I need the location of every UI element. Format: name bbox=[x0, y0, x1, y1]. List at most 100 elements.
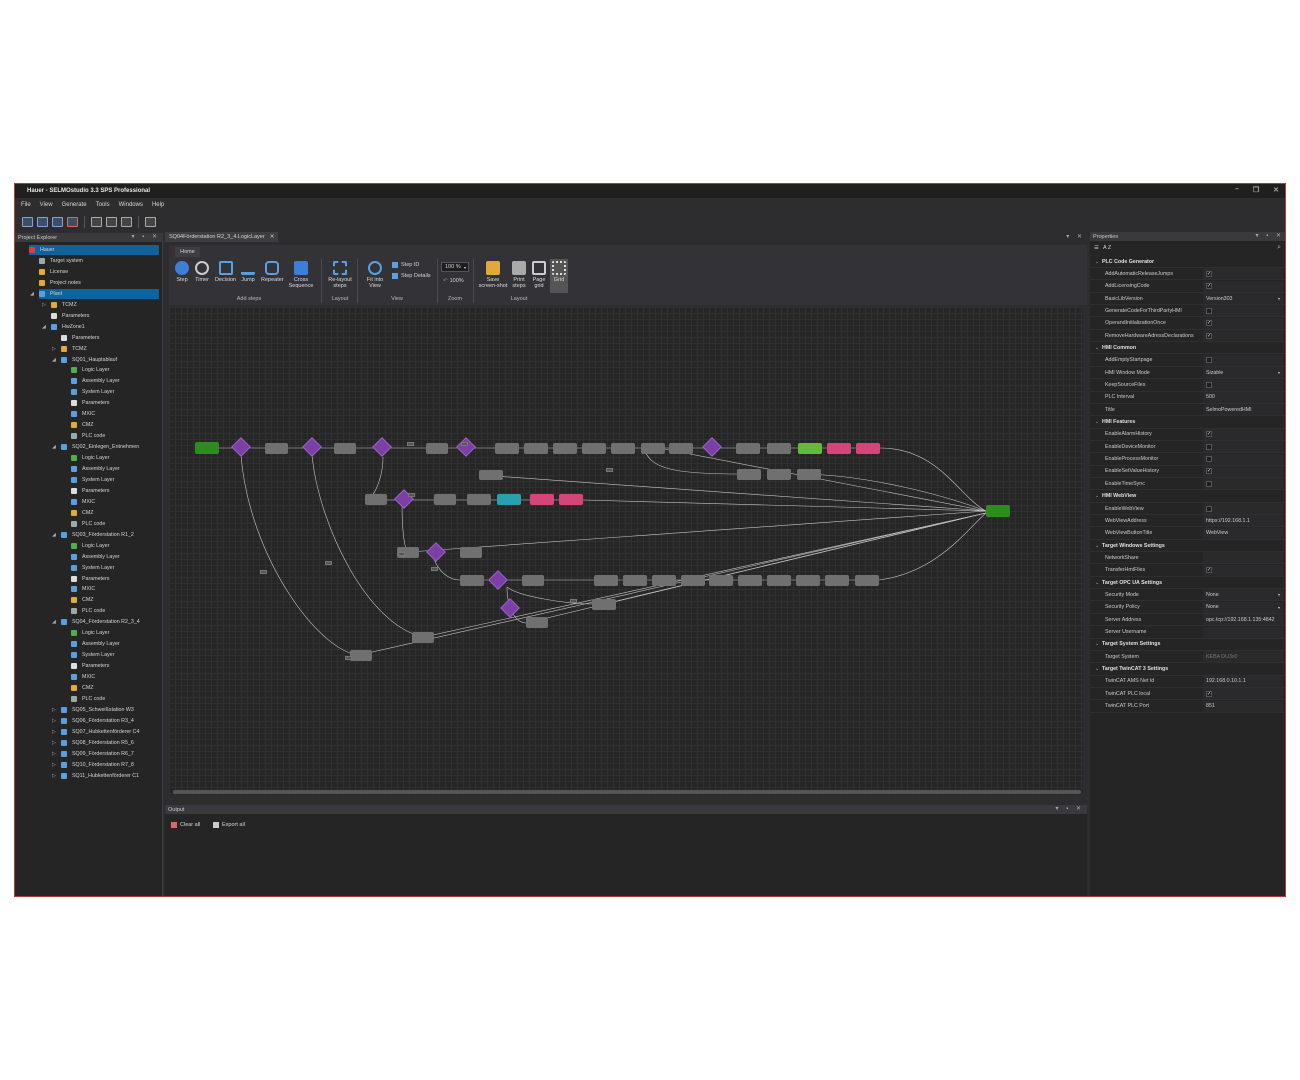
sequence-step[interactable] bbox=[553, 443, 577, 454]
property-category[interactable]: ⌄PLC Code Generator bbox=[1090, 256, 1285, 268]
property-value[interactable] bbox=[1203, 379, 1283, 391]
new-project-icon[interactable] bbox=[22, 216, 33, 227]
tree-item[interactable]: System Layer bbox=[71, 387, 114, 397]
sequence-step[interactable] bbox=[495, 443, 519, 454]
property-category[interactable]: ⌄Target TwinCAT 3 Settings bbox=[1090, 664, 1285, 676]
property-category[interactable]: ⌄HMI Common bbox=[1090, 342, 1285, 355]
close-tab-icon[interactable]: ✕ bbox=[269, 234, 275, 240]
property-value[interactable]: ✓ bbox=[1203, 428, 1283, 440]
sequence-step[interactable] bbox=[479, 470, 503, 480]
close-icon[interactable]: ✕ bbox=[1273, 187, 1279, 194]
tree-item[interactable]: ▷SQ08_Förderstation R5_6 bbox=[52, 738, 134, 748]
repeater-button[interactable]: Repeater bbox=[261, 261, 284, 283]
menu-generate[interactable]: Generate bbox=[61, 201, 87, 208]
tab-controls[interactable]: ▾ ✕ bbox=[1066, 234, 1085, 240]
property-value[interactable]: ✓ bbox=[1203, 564, 1283, 576]
tree-item[interactable]: ▷SQ11_Hubkettenförderer C1 bbox=[52, 771, 139, 781]
expanded-arrow-icon[interactable]: ◢ bbox=[52, 444, 56, 451]
tree-item[interactable]: Assembly Layer bbox=[71, 464, 120, 474]
tree-item[interactable]: PLC code bbox=[71, 431, 105, 441]
tree-item[interactable]: Parameters bbox=[71, 574, 109, 584]
canvas-horizontal-scrollbar[interactable] bbox=[173, 790, 1081, 794]
tree-item[interactable]: License bbox=[39, 267, 68, 277]
sequence-step[interactable] bbox=[825, 575, 849, 586]
collapsed-arrow-icon[interactable]: ▷ bbox=[52, 739, 56, 746]
tree-item[interactable]: PLC code bbox=[71, 694, 105, 704]
property-checkbox[interactable] bbox=[1206, 307, 1212, 314]
tree-item[interactable]: Logic Layer bbox=[71, 365, 109, 375]
sequence-step[interactable] bbox=[559, 494, 583, 505]
hmi-icon[interactable] bbox=[106, 216, 117, 227]
property-category[interactable]: ⌄Target System Settings bbox=[1090, 639, 1285, 651]
sequence-step[interactable] bbox=[652, 575, 676, 586]
expanded-arrow-icon[interactable]: ◢ bbox=[52, 531, 56, 538]
tree-item[interactable]: ▷SQ06_Förderstation R3_4 bbox=[52, 716, 134, 726]
sequence-step[interactable] bbox=[797, 469, 821, 480]
tree-item[interactable]: Assembly Layer bbox=[71, 376, 120, 386]
collapsed-arrow-icon[interactable]: ▷ bbox=[52, 761, 56, 768]
menu-windows[interactable]: Windows bbox=[118, 201, 143, 208]
tree-item[interactable]: ▷SQ05_Schweißstation W3 bbox=[52, 705, 134, 715]
tree-item[interactable]: CMZ bbox=[71, 420, 93, 430]
property-checkbox[interactable]: ✓ bbox=[1206, 690, 1212, 697]
sequence-step[interactable] bbox=[522, 575, 544, 586]
sequence-step[interactable] bbox=[530, 494, 554, 505]
tree-item[interactable]: Hauer bbox=[29, 245, 159, 255]
tree-item[interactable]: System Layer bbox=[71, 475, 114, 485]
step-button[interactable]: Step bbox=[175, 261, 189, 283]
property-checkbox[interactable]: ✓ bbox=[1206, 431, 1212, 438]
download-icon[interactable] bbox=[121, 216, 132, 227]
property-value[interactable]: ✓ bbox=[1203, 688, 1283, 700]
decision-button[interactable]: Decision bbox=[215, 261, 236, 283]
property-value[interactable]: ✓ bbox=[1203, 280, 1283, 292]
sequence-step[interactable] bbox=[681, 575, 705, 586]
property-checkbox[interactable]: ✓ bbox=[1206, 320, 1212, 327]
sequence-step[interactable] bbox=[767, 469, 791, 480]
property-value[interactable]: 500 bbox=[1203, 391, 1283, 403]
property-value[interactable]: 192.168.0.10.1.1 bbox=[1203, 675, 1283, 687]
grid-toggle-button[interactable]: Grid bbox=[550, 259, 568, 293]
fit-into-view-button[interactable]: Fit into View bbox=[362, 261, 388, 289]
expanded-arrow-icon[interactable]: ◢ bbox=[30, 290, 34, 297]
sequence-step[interactable] bbox=[460, 575, 484, 586]
property-value[interactable]: 851 bbox=[1203, 700, 1283, 712]
property-checkbox[interactable] bbox=[1206, 480, 1212, 487]
tree-item[interactable]: MXIC bbox=[71, 584, 95, 594]
property-value[interactable]: KEBA DU3x0 bbox=[1203, 651, 1283, 663]
open-project-icon[interactable] bbox=[37, 216, 48, 227]
property-checkbox[interactable] bbox=[1206, 357, 1212, 364]
sequence-step[interactable] bbox=[467, 494, 491, 505]
property-value[interactable] bbox=[1203, 478, 1283, 490]
collapsed-arrow-icon[interactable]: ▷ bbox=[42, 301, 46, 308]
close-project-icon[interactable] bbox=[67, 216, 78, 227]
tree-item[interactable]: Parameters bbox=[51, 311, 89, 321]
collapse-icon[interactable]: ⌄ bbox=[1095, 419, 1100, 426]
sequence-step[interactable] bbox=[669, 443, 693, 454]
tree-item[interactable]: Parameters bbox=[71, 661, 109, 671]
cross-sequence-button[interactable]: Cross Sequence bbox=[289, 261, 313, 289]
sequence-step[interactable] bbox=[594, 575, 618, 586]
sequence-step[interactable] bbox=[592, 599, 616, 610]
chevron-down-icon[interactable]: ▾ bbox=[1277, 296, 1280, 302]
property-value[interactable]: https://192.168.1.1 bbox=[1203, 515, 1283, 527]
tree-item[interactable]: Parameters bbox=[71, 486, 109, 496]
tree-item[interactable]: Parameters bbox=[71, 398, 109, 408]
sequence-step[interactable] bbox=[195, 442, 219, 454]
property-value[interactable]: SelmoPoweredHMI bbox=[1203, 404, 1283, 416]
tree-item[interactable]: ◢HwZone1 bbox=[42, 322, 85, 332]
tree-item[interactable]: CMZ bbox=[71, 508, 93, 518]
property-value[interactable] bbox=[1203, 354, 1283, 366]
property-sort-controls[interactable]: ☰A Z bbox=[1094, 245, 1111, 251]
step-id-toggle[interactable]: Step ID bbox=[392, 262, 419, 268]
property-value[interactable]: ✓ bbox=[1203, 268, 1283, 280]
tree-item[interactable]: Logic Layer bbox=[71, 453, 109, 463]
plc-code-icon[interactable] bbox=[91, 216, 102, 227]
chevron-down-icon[interactable]: ▾ bbox=[1277, 592, 1280, 598]
panel-controls[interactable]: ▾ ▪ ✕ bbox=[1055, 806, 1084, 812]
tree-item[interactable]: ▷SQ07_Hubkettenförderer C4 bbox=[52, 727, 139, 737]
collapse-icon[interactable]: ⌄ bbox=[1095, 579, 1100, 586]
property-value[interactable]: None▾ bbox=[1203, 589, 1283, 601]
sequence-step[interactable] bbox=[737, 469, 761, 480]
tree-item[interactable]: Parameters bbox=[61, 333, 99, 343]
tree-item[interactable]: ◢SQ04_Förderstation R2_3_4 bbox=[52, 617, 140, 627]
